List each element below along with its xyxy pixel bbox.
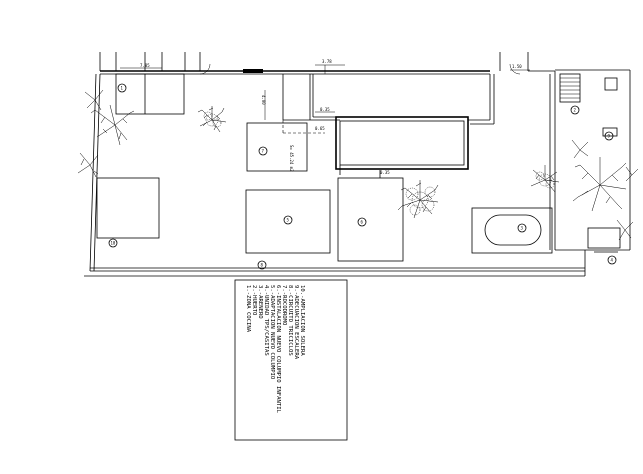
legend-item-3: 3.-ARENERO bbox=[257, 285, 263, 319]
svg-text:9: 9 bbox=[608, 134, 611, 139]
marker-9: 9 bbox=[604, 131, 614, 141]
svg-text:1: 1 bbox=[121, 86, 124, 91]
zone-markers: 1 2 3 4 5 6 7 8 bbox=[108, 83, 617, 270]
tree-icon bbox=[197, 106, 227, 133]
legend-item-5: 5.-ADAPTACION NUEVO COLUMPIO bbox=[269, 285, 275, 380]
play-zones bbox=[96, 177, 621, 262]
legend-box bbox=[234, 279, 348, 441]
legend-item-1: 1.-ZONA COCINA bbox=[245, 285, 251, 333]
svg-text:3: 3 bbox=[521, 226, 524, 231]
building-block bbox=[115, 73, 618, 178]
legend-item-8: 8.-CIRCUITO TRICICLOS bbox=[287, 285, 293, 356]
legend-text: 1.-ZONA COCINA 2.-HUERTO 3.-ARENERO 4.-U… bbox=[245, 285, 305, 414]
legend-item-6: 6.-INSTALACION NUEVO COLUMPIO INFANTIL bbox=[275, 285, 281, 414]
legend-item-2: 2.-HUERTO bbox=[251, 285, 257, 316]
tree-icon bbox=[90, 104, 135, 146]
legend-item-4: 4.-UNIDAD TPS/CASITAS bbox=[263, 285, 269, 356]
dim-label-3: 0.35 bbox=[320, 107, 330, 112]
svg-text:7: 7 bbox=[262, 149, 265, 154]
marker-10: 10 bbox=[108, 238, 118, 248]
marker-3: 3 bbox=[517, 223, 527, 233]
dim-label-area: S= 45.24 m2 bbox=[289, 145, 294, 172]
dim-label-6: 0.65 bbox=[315, 126, 325, 131]
marker-2: 2 bbox=[570, 105, 580, 115]
dim-label-1: 7.85 bbox=[140, 63, 150, 68]
svg-text:5: 5 bbox=[287, 218, 290, 223]
legend-item-7: 7.-ROCODROMO bbox=[281, 285, 287, 326]
boundary-walls bbox=[84, 52, 631, 277]
dimension-lines bbox=[120, 64, 530, 120]
dimension-labels: 7.85 3.78 0.35 1.50 0.35 0.65 S= 45.24 m… bbox=[140, 59, 522, 175]
marker-5: 5 bbox=[283, 215, 293, 225]
tree-icon bbox=[84, 89, 104, 111]
sandbox-shape bbox=[484, 214, 542, 246]
dim-label-4: 1.50 bbox=[512, 64, 522, 69]
tree-icon bbox=[572, 157, 627, 212]
svg-text:8: 8 bbox=[261, 263, 264, 268]
svg-text:2: 2 bbox=[574, 108, 577, 113]
svg-text:4: 4 bbox=[611, 258, 614, 263]
marker-8: 8 bbox=[257, 260, 267, 270]
dim-label-5: 0.35 bbox=[380, 170, 390, 175]
tree-icon bbox=[616, 219, 634, 241]
dim-label-2: 3.78 bbox=[322, 59, 332, 64]
tree-icon bbox=[571, 139, 589, 159]
zone-5-columpio bbox=[245, 189, 331, 254]
marker-4: 4 bbox=[607, 255, 617, 265]
svg-text:10: 10 bbox=[111, 241, 116, 246]
marker-1: 1 bbox=[117, 83, 127, 93]
dim-label-8: 4.00 bbox=[261, 95, 266, 105]
trees bbox=[77, 89, 639, 241]
zone-8-triciclos bbox=[471, 207, 553, 254]
tree-icon bbox=[397, 180, 439, 219]
legend-item-10: 10.-AMPLIACION SOLERA bbox=[299, 285, 305, 356]
tree-icon bbox=[625, 166, 639, 182]
door-swings bbox=[199, 63, 521, 75]
marker-7: 7 bbox=[258, 146, 268, 156]
zone-6-columpio-infantil bbox=[337, 177, 404, 262]
legend-item-9: 9.-ADECUACION ESCALERA bbox=[293, 285, 299, 360]
tree-icon bbox=[530, 165, 560, 193]
svg-text:6: 6 bbox=[361, 220, 364, 225]
tree-icon bbox=[77, 152, 99, 178]
marker-6: 6 bbox=[357, 217, 367, 227]
zone-10-solera bbox=[96, 177, 160, 239]
